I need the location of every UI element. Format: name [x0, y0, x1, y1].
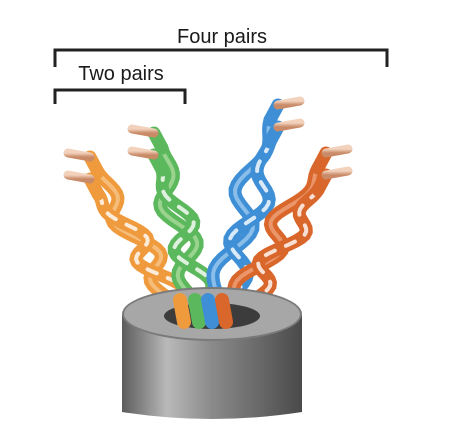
copper-conductor [273, 118, 305, 132]
wire-stub [201, 293, 219, 329]
wire-stub [173, 293, 191, 329]
copper-conductor [273, 96, 305, 110]
wire-entry [173, 293, 233, 329]
wire-stub [215, 293, 233, 329]
two-pairs-label: Two pairs [78, 63, 164, 85]
wire-stub [188, 293, 206, 329]
copper-conductor [321, 166, 353, 180]
copper-conductor [63, 170, 95, 184]
four-pairs-bracket [53, 48, 389, 67]
copper-conductor [127, 146, 159, 160]
copper-conductor [321, 144, 353, 158]
copper-conductor [63, 148, 95, 162]
wire-pair-brown [217, 144, 353, 325]
two-pairs-bracket [53, 88, 187, 104]
wire-pairs [63, 96, 353, 325]
four-pairs-label: Four pairs [177, 26, 267, 48]
copper-conductor [127, 124, 159, 138]
